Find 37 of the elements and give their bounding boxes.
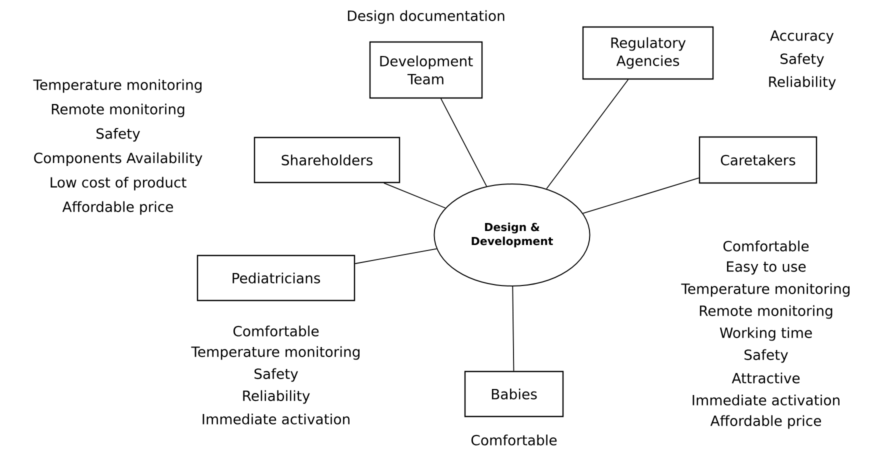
requirement-text: Remote monitoring [52,104,184,118]
connector-line [354,248,438,264]
requirement-text: Affordable price [710,415,821,429]
connector-line [582,178,700,214]
requirement-text: Attractive [732,372,800,384]
requirement-text: Safety [96,128,140,142]
connector-line [512,286,514,372]
stakeholder-box: Pediatricians [196,254,356,302]
requirement-text: Working time [720,327,812,341]
requirement-text: Low cost of product [50,176,186,190]
requirement-text: Remote monitoring [700,305,832,319]
requirement-text: Comfortable [471,434,557,446]
stakeholder-box: Shareholders [254,136,400,184]
requirement-text: Safety [254,368,298,382]
requirement-text: Reliability [243,390,310,404]
requirement-text: Comfortable [233,326,319,336]
stakeholder-box: Caretakers [698,136,818,184]
connector-line [440,98,488,187]
connector-line [546,79,629,190]
stakeholder-box: Regulatory Agencies [582,26,714,80]
requirement-text: Reliability [769,76,836,90]
requirement-text: Design documentation [348,10,504,24]
stakeholder-box: Development Team [369,41,483,99]
requirement-text: Temperature monitoring [681,283,850,297]
requirement-text: Accuracy [770,30,834,44]
requirement-text: Affordable price [62,201,173,215]
requirement-text: Temperature monitoring [191,346,360,360]
requirement-text: Safety [780,53,824,67]
requirement-text: Temperature monitoring [33,79,202,93]
requirement-text: Immediate activation [692,394,840,406]
requirement-text: Easy to use [727,261,806,275]
requirement-text: Immediate activation [202,414,350,424]
requirement-text: Components Availability [34,152,202,166]
stakeholder-box: Babies [464,370,564,418]
requirement-text: Safety [744,349,788,363]
requirement-text: Comfortable [723,240,809,252]
connector-line [383,182,446,208]
